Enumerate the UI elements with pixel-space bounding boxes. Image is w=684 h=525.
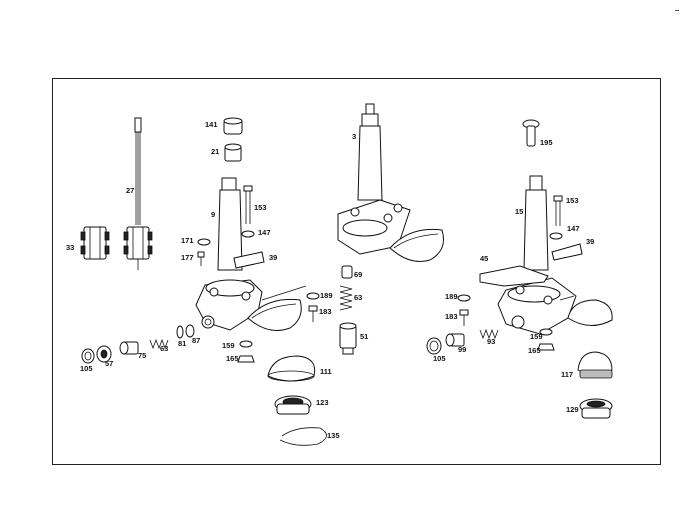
callout-129: 129 bbox=[566, 405, 579, 414]
part-bolt-183-left bbox=[308, 305, 318, 322]
callout-39-right: 39 bbox=[586, 237, 594, 246]
callout-87: 87 bbox=[192, 336, 200, 345]
callout-27: 27 bbox=[126, 186, 134, 195]
part-ring-129 bbox=[579, 398, 613, 419]
part-strainer-center bbox=[389, 228, 444, 262]
part-ring-81 bbox=[176, 325, 184, 339]
part-cover-117 bbox=[577, 351, 613, 379]
callout-123: 123 bbox=[316, 398, 329, 407]
part-washer-189-right bbox=[457, 294, 471, 302]
callout-15: 15 bbox=[515, 207, 523, 216]
part-pump-housing-15 bbox=[497, 175, 577, 335]
callout-93: 93 bbox=[487, 337, 495, 346]
callout-171: 171 bbox=[181, 236, 194, 245]
part-washer-171 bbox=[197, 238, 211, 246]
callout-3: 3 bbox=[352, 132, 356, 141]
part-washer-147-right bbox=[549, 232, 563, 240]
part-pump-housing-9 bbox=[195, 177, 263, 331]
diagram-frame bbox=[52, 78, 661, 465]
part-bracket-39-right bbox=[551, 243, 583, 261]
part-spring-93 bbox=[479, 328, 499, 340]
part-washer-189-left bbox=[306, 292, 320, 300]
part-bolt-177 bbox=[197, 251, 205, 266]
part-plunger-69 bbox=[341, 265, 353, 279]
callout-105-right: 105 bbox=[433, 354, 446, 363]
part-bracket-45 bbox=[479, 265, 549, 287]
part-nut-165-left bbox=[237, 355, 255, 363]
callout-9: 9 bbox=[211, 210, 215, 219]
callout-45: 45 bbox=[480, 254, 488, 263]
callout-189-right: 189 bbox=[445, 292, 458, 301]
callout-39-left: 39 bbox=[269, 253, 277, 262]
callout-111: 111 bbox=[320, 367, 332, 376]
callout-63-left: 63 bbox=[160, 344, 168, 353]
part-cover-117-installed bbox=[559, 295, 613, 326]
callout-69: 69 bbox=[354, 270, 362, 279]
callout-195: 195 bbox=[540, 138, 553, 147]
part-spring-63-left bbox=[149, 338, 169, 350]
part-nut-165-right bbox=[537, 343, 555, 351]
part-washer-159-right bbox=[539, 328, 553, 336]
part-clip-135 bbox=[279, 427, 327, 446]
part-washer-147-left bbox=[241, 230, 255, 238]
callout-159-left: 159 bbox=[222, 341, 235, 350]
part-bracket-39-left bbox=[233, 251, 265, 269]
part-bushing-141 bbox=[223, 117, 243, 135]
callout-63-center: 63 bbox=[354, 293, 362, 302]
callout-105-left: 105 bbox=[80, 364, 93, 373]
callout-99: 99 bbox=[458, 345, 466, 354]
callout-141: 141 bbox=[205, 120, 218, 129]
part-washer-159-left bbox=[239, 340, 253, 348]
callout-183-left: 183 bbox=[319, 307, 332, 316]
callout-33: 33 bbox=[66, 243, 74, 252]
callout-189-left: 189 bbox=[320, 291, 333, 300]
part-plug-105-right bbox=[426, 337, 442, 355]
callout-147-right: 147 bbox=[567, 224, 580, 233]
callout-75: 75 bbox=[138, 351, 146, 360]
part-valve-51 bbox=[339, 322, 357, 355]
callout-147-left: 147 bbox=[258, 228, 271, 237]
callout-165-left: 165 bbox=[226, 354, 239, 363]
part-ring-123 bbox=[274, 395, 312, 415]
part-shaft-27 bbox=[134, 117, 142, 225]
callout-153-left: 153 bbox=[254, 203, 267, 212]
part-spring-63-center bbox=[339, 285, 353, 311]
part-ring-87 bbox=[185, 324, 195, 338]
part-bushing-21 bbox=[224, 143, 242, 162]
corner-tick bbox=[675, 10, 679, 11]
part-pump-housing-3 bbox=[337, 103, 411, 255]
part-bolt-183-right bbox=[459, 309, 469, 326]
callout-81: 81 bbox=[178, 339, 186, 348]
part-piston-75 bbox=[119, 341, 139, 355]
callout-117: 117 bbox=[561, 370, 573, 379]
part-pin-195 bbox=[522, 119, 540, 147]
callout-165-right: 165 bbox=[528, 346, 541, 355]
callout-159-right: 159 bbox=[530, 332, 543, 341]
part-strainer-left bbox=[247, 285, 307, 331]
callout-57: 57 bbox=[105, 359, 113, 368]
part-gear-33 bbox=[80, 226, 110, 260]
part-bolt-153-right bbox=[553, 195, 563, 226]
part-plug-105-left bbox=[81, 348, 95, 364]
part-gear-27 bbox=[123, 226, 153, 270]
callout-153-right: 153 bbox=[566, 196, 579, 205]
callout-51: 51 bbox=[360, 332, 368, 341]
callout-135: 135 bbox=[327, 431, 340, 440]
part-cover-111 bbox=[267, 355, 316, 382]
callout-21: 21 bbox=[211, 147, 219, 156]
part-bolt-153-left bbox=[243, 185, 253, 224]
part-seal-57 bbox=[96, 345, 112, 363]
callout-177: 177 bbox=[181, 253, 194, 262]
callout-183-right: 183 bbox=[445, 312, 458, 321]
part-piston-99 bbox=[445, 333, 465, 347]
